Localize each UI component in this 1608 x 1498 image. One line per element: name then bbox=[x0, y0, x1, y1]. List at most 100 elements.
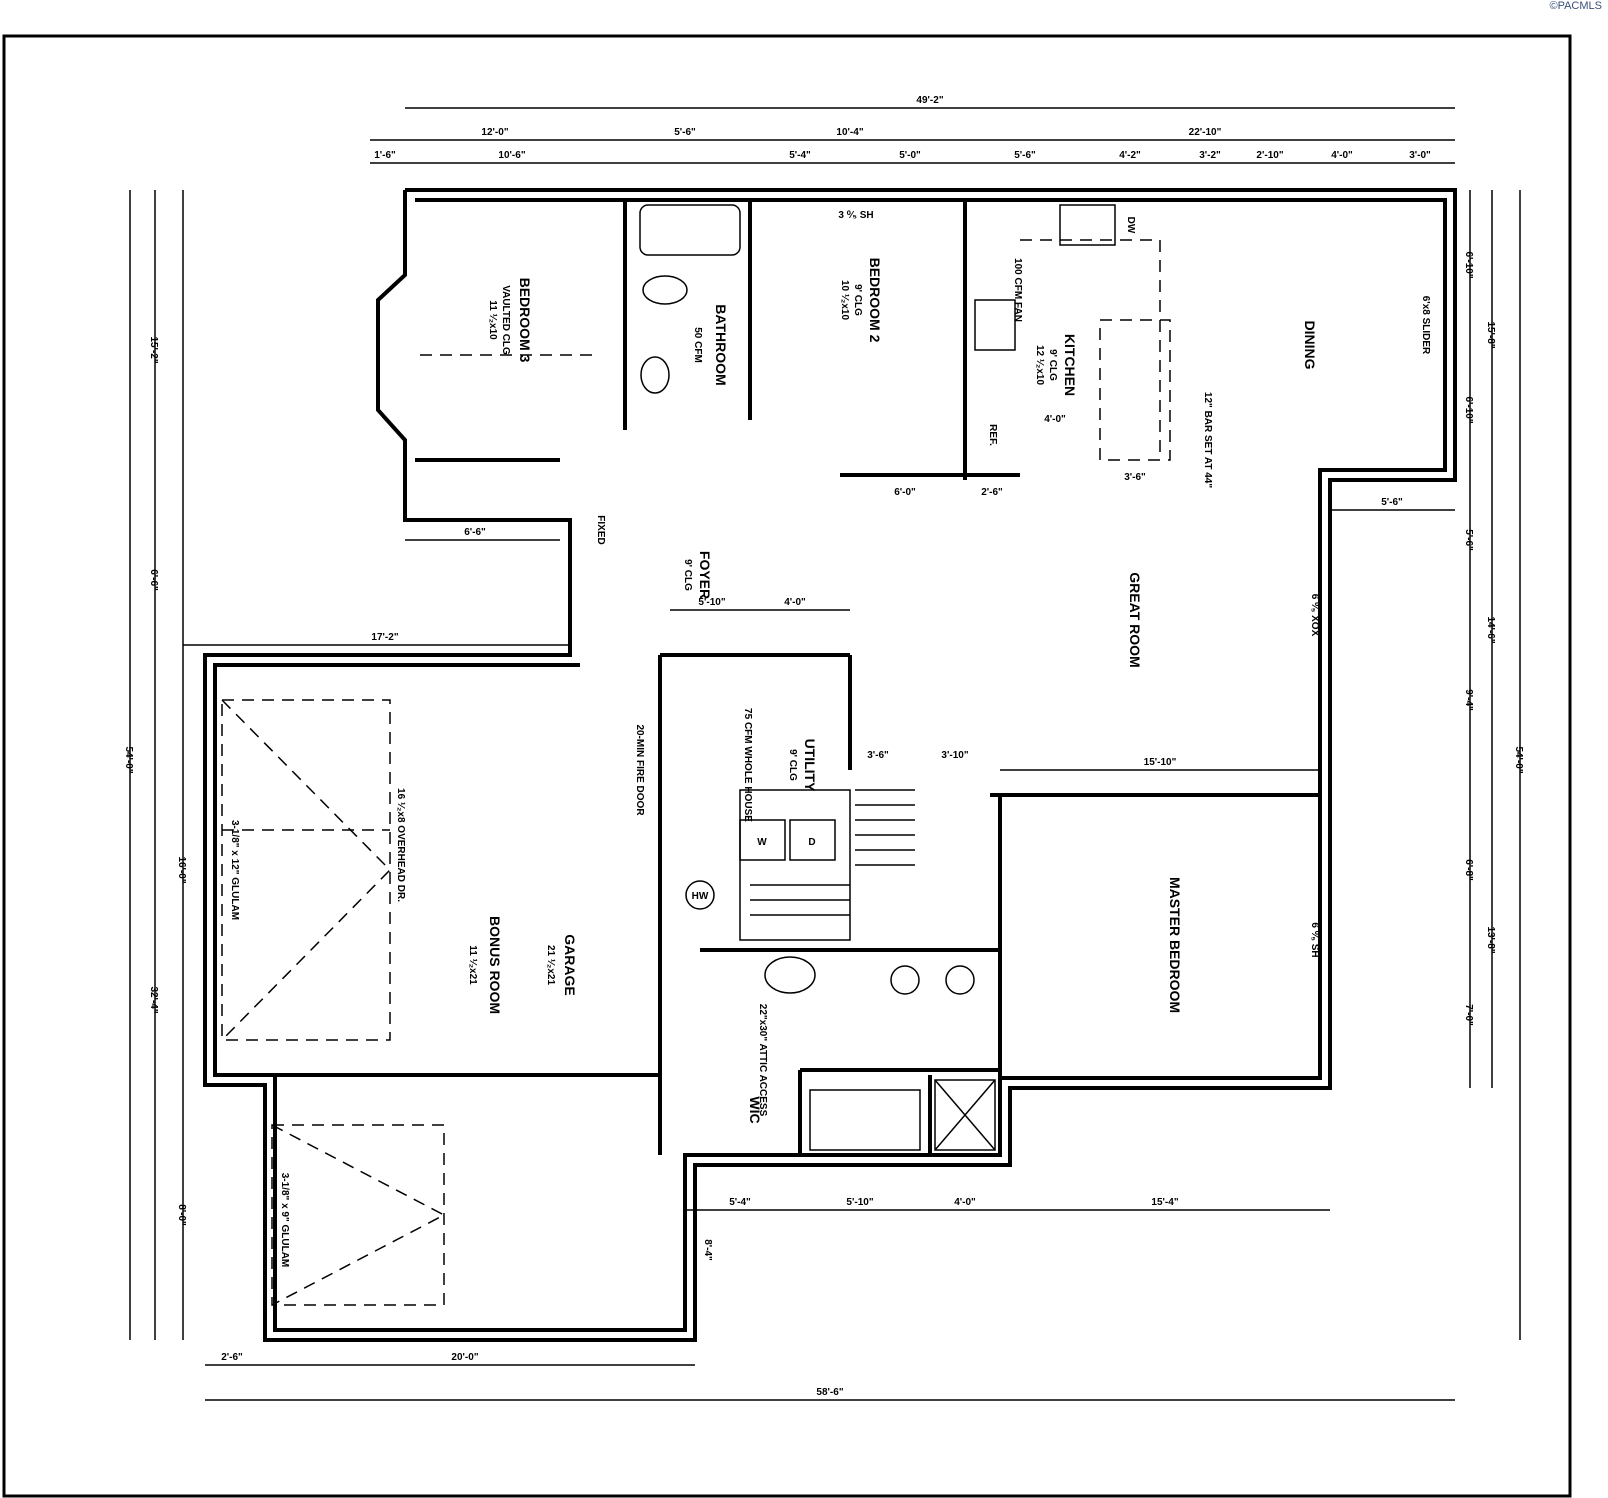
bonus-room-size: 11 ¹⁄₂x21 bbox=[467, 945, 478, 985]
dim-15-10: 15'-10" bbox=[1144, 757, 1177, 768]
fixtures bbox=[639, 204, 1116, 1151]
dim-left-16-0: 16'-0" bbox=[176, 856, 187, 883]
utility-ceiling: 9' CLG bbox=[787, 749, 798, 781]
dim-top-4-0: 4'-0" bbox=[1331, 150, 1353, 161]
dim-3-6b: 3'-6" bbox=[867, 750, 889, 761]
dim-left-6-6: 6'-6" bbox=[148, 569, 159, 591]
dim-3-10: 3'-10" bbox=[941, 750, 968, 761]
dim-3-6: 3'-6" bbox=[1124, 472, 1146, 483]
dim-top-total: 49'-2" bbox=[916, 95, 943, 106]
dim-4-0: 4'-0" bbox=[784, 597, 806, 608]
dim-left-15-2: 15'-2" bbox=[148, 336, 159, 363]
dim-4-0c: 4'-0" bbox=[1044, 414, 1066, 425]
bedroom3-size: 11 ¹⁄₂x10 bbox=[487, 300, 498, 340]
bathroom-name: BATHROOM bbox=[713, 304, 729, 385]
dim-bottom-total: 58'-6" bbox=[816, 1387, 843, 1398]
dim-right-total: 54'-0" bbox=[1513, 746, 1524, 773]
dim-top-5-6b: 5'-6" bbox=[1014, 150, 1036, 161]
dim-right-9-4: 9'-4" bbox=[1463, 689, 1474, 711]
bonus-room-name: BONUS ROOM bbox=[487, 916, 503, 1014]
foyer-ceiling: 9' CLG bbox=[682, 559, 693, 591]
dryer-label: D bbox=[808, 837, 815, 848]
dw-label: DW bbox=[1125, 217, 1136, 234]
garage-name: GARAGE bbox=[562, 934, 578, 995]
dim-top-12-0: 12'-0" bbox=[481, 127, 508, 138]
dimension-lines bbox=[129, 107, 1521, 1401]
bedroom3-ceiling: VAULTED CLG bbox=[500, 285, 511, 355]
dim-left-total: 54'-0" bbox=[123, 746, 134, 773]
glulam-note-1: 3-1/8" x 12" GLULAM bbox=[229, 820, 240, 920]
foyer-name: FOYER bbox=[697, 551, 713, 599]
hw-label: HW bbox=[692, 891, 709, 902]
watermark: ©PACMLS bbox=[1549, 0, 1602, 12]
dining-name: DINING bbox=[1302, 321, 1318, 370]
dim-top-3-0: 3'-0" bbox=[1409, 150, 1431, 161]
fire-door-note: 20-MIN FIRE DOOR bbox=[634, 724, 645, 816]
window-sh-note-2: 6 ⁰⁄₅ SH bbox=[1309, 922, 1320, 957]
dim-2-6: 2'-6" bbox=[981, 487, 1003, 498]
interior-walls bbox=[215, 200, 1320, 1155]
bar-note: 12" BAR SET AT 44" bbox=[1202, 392, 1213, 488]
dim-left-32-4: 32'-4" bbox=[148, 986, 159, 1013]
dim-right-7-0: 7'-0" bbox=[1463, 1004, 1474, 1026]
dim-top-5-6: 5'-6" bbox=[674, 127, 696, 138]
dim-left-8-0: 8'-0" bbox=[176, 1204, 187, 1226]
attic-access-note: 22"x30" ATTIC ACCESS bbox=[757, 1004, 768, 1117]
stairs bbox=[739, 789, 915, 941]
bedroom2-size: 10 ¹⁄₂x10 bbox=[839, 280, 850, 320]
dim-right-5-6: 5'-6" bbox=[1463, 529, 1474, 551]
dim-right-6-8: 6'-8" bbox=[1463, 859, 1474, 881]
dim-15-4: 15'-4" bbox=[1151, 1197, 1178, 1208]
washer-label: W bbox=[757, 837, 767, 848]
great-room-name: GREAT ROOM bbox=[1127, 572, 1143, 667]
dim-top-2-10: 2'-10" bbox=[1256, 150, 1283, 161]
dim-right-13-8: 13'-8" bbox=[1485, 926, 1496, 953]
dim-top-1-6: 1'-6" bbox=[374, 150, 396, 161]
overhead-door-note: 16 ¹⁄₂x8 OVERHEAD DR. bbox=[395, 788, 406, 902]
garage-size: 21 ¹⁄₂x21 bbox=[545, 945, 556, 985]
dim-right-15-8: 15'-8" bbox=[1485, 321, 1496, 348]
dim-bottom-20-0: 20'-0" bbox=[451, 1352, 478, 1363]
bedroom2-name: BEDROOM 2 bbox=[867, 258, 883, 343]
dim-5-10: 5'-10" bbox=[698, 597, 725, 608]
exterior-walls bbox=[203, 188, 1457, 1342]
dim-top-10-4: 10'-4" bbox=[836, 127, 863, 138]
dim-top-10-6: 10'-6" bbox=[498, 150, 525, 161]
bedroom3-name: BEDROOM 3 bbox=[517, 278, 533, 363]
dim-top-4-2: 4'-2" bbox=[1119, 150, 1141, 161]
dim-5-4: 5'-4" bbox=[729, 1197, 751, 1208]
dim-top-3-2: 3'-2" bbox=[1199, 150, 1221, 161]
bathroom-fan: 50 CFM bbox=[692, 327, 703, 363]
bedroom2-ceiling: 9' CLG bbox=[852, 284, 863, 316]
kitchen-ceiling: 9' CLG bbox=[1047, 349, 1058, 381]
glulam-note-2: 3-1/8" x 9" GLULAM bbox=[279, 1173, 290, 1268]
kitchen-size: 12 ¹⁄₂x10 bbox=[1034, 345, 1045, 385]
ref-label: REF. bbox=[987, 424, 998, 446]
dim-6-0: 6'-0" bbox=[894, 487, 916, 498]
window-xox-note: 6 ⁰⁄₅ XOX bbox=[1309, 594, 1320, 637]
utility-name: UTILITY bbox=[802, 739, 818, 793]
dim-6-6: 6'-6" bbox=[464, 527, 486, 538]
dim-top-5-4: 5'-4" bbox=[789, 150, 811, 161]
master-bedroom-name: MASTER BEDROOM bbox=[1167, 877, 1183, 1013]
dim-5-6: 5'-6" bbox=[1381, 497, 1403, 508]
wic-name: WIC bbox=[747, 1096, 763, 1123]
fixed-window-note: FIXED bbox=[595, 515, 606, 544]
dim-4-0b: 4'-0" bbox=[954, 1197, 976, 1208]
kitchen-name: KITCHEN bbox=[1062, 334, 1078, 396]
kitchen-hood: 100 CFM FAN bbox=[1012, 258, 1023, 322]
beams bbox=[221, 239, 1171, 1306]
dim-8-4: 8'-4" bbox=[702, 1239, 713, 1261]
dim-17-2: 17'-2" bbox=[371, 632, 398, 643]
dim-top-5-0: 5'-0" bbox=[899, 150, 921, 161]
dim-right-14-6: 14'-6" bbox=[1485, 616, 1496, 643]
window-sh-note: 3 ⁰⁄₅ SH bbox=[838, 210, 873, 221]
dim-bottom-2-6: 2'-6" bbox=[221, 1352, 243, 1363]
dim-5-10b: 5'-10" bbox=[846, 1197, 873, 1208]
dining-slider: 6'x8 SLIDER bbox=[1420, 296, 1431, 355]
utility-fan: 75 CFM WHOLE HOUSE bbox=[742, 708, 753, 822]
dim-right-6-10a: 6'-10" bbox=[1463, 251, 1474, 278]
dim-top-22-10: 22'-10" bbox=[1189, 127, 1222, 138]
dim-right-6-10b: 6'-10" bbox=[1463, 396, 1474, 423]
